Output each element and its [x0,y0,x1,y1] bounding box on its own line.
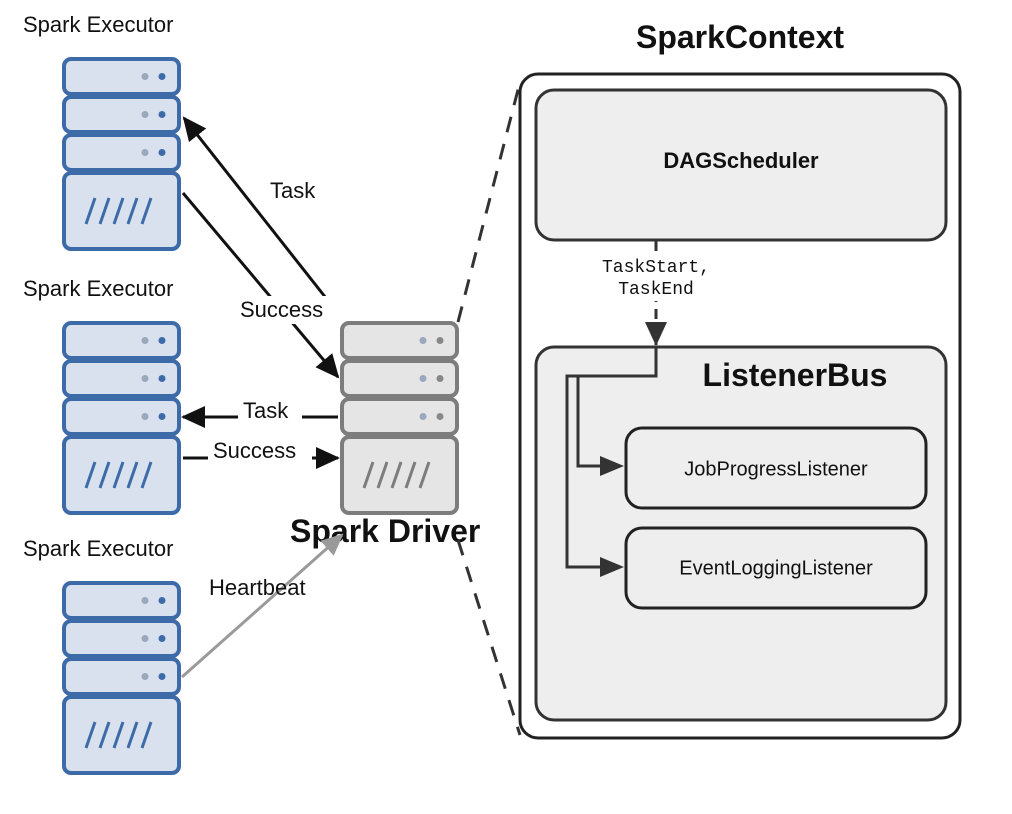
indicator-light-icon [158,149,166,156]
dag-scheduler-label: DAGScheduler [663,148,819,173]
vent-slash-icon [98,197,111,225]
listener-bus-title: ListenerBus [703,357,888,393]
server-unit [62,581,181,620]
heartbeat-arrow [181,533,344,679]
vent-slash-icon [112,461,125,489]
executor-server-1 [62,57,181,251]
indicator-light-icon [419,375,427,382]
zoom-line-top [456,81,522,323]
vent-slash-icon [84,461,97,489]
indicator-light-icon [141,149,149,156]
events-arrowhead [645,322,667,346]
indicator-light-icon [436,375,444,382]
vent-slash-icon [84,197,97,225]
indicator-light-icon [158,337,166,344]
events-label-line1: TaskStart, [602,258,710,278]
route-line-outer [565,347,658,569]
job-listener-arrowhead [600,456,624,476]
indicator-light-icon [141,413,149,420]
indicator-light-icon [141,597,149,604]
job-progress-listener-box [624,426,928,510]
server-base [62,435,181,515]
vent-slash-icon [126,461,139,489]
vent-slash-icon [376,461,389,489]
driver-label: Spark Driver [290,513,480,549]
executor-label: Spark Executor [23,12,173,37]
vent-slash-icon [140,461,153,489]
vent-slash-icon [404,461,417,489]
vent-slash-icon [98,721,111,749]
driver-server [340,321,459,515]
success-label-1: Success [240,297,323,322]
vent-slash-icon [126,197,139,225]
vent-slash-icon [112,721,125,749]
indicator-light-icon [158,597,166,604]
indicator-light-icon [158,673,166,680]
server-unit [340,321,459,360]
vent-slash-icon [126,721,139,749]
event-listener-arrowhead [600,557,624,577]
server-unit [340,359,459,398]
spark-context-title: SparkContext [636,19,844,55]
server-base [340,435,459,515]
indicator-light-icon [436,337,444,344]
task-label-2: Task [243,398,289,423]
vent-slash-icon [390,461,403,489]
indicator-light-icon [141,635,149,642]
indicator-light-icon [141,111,149,118]
indicator-light-icon [158,635,166,642]
task-arrow-1 [182,116,339,313]
server-unit [340,397,459,436]
dag-scheduler-box [534,88,948,242]
executor-server-3 [62,581,181,775]
events-label-line2: TaskEnd [618,280,694,300]
indicator-light-icon [141,673,149,680]
vent-slash-icon [112,197,125,225]
server-unit [62,657,181,696]
indicator-light-icon [141,337,149,344]
indicator-light-icon [158,375,166,382]
server-base [62,171,181,251]
executor-server-2 [62,321,181,515]
job-progress-listener-label: JobProgressListener [684,458,868,480]
indicator-light-icon [419,413,427,420]
indicator-light-icon [141,73,149,80]
indicator-light-icon [158,111,166,118]
event-logging-listener-box [624,526,928,610]
server-unit [62,133,181,172]
event-logging-listener-label: EventLoggingListener [679,557,873,579]
task-label-1: Task [270,178,316,203]
vent-slash-icon [140,197,153,225]
executor-label: Spark Executor [23,276,173,301]
vent-slash-icon [84,721,97,749]
zoom-line-bottom [456,539,522,736]
server-base [62,695,181,775]
executor-label: Spark Executor [23,536,173,561]
server-unit [62,57,181,96]
server-unit [62,95,181,134]
success-label-2: Success [213,438,296,463]
server-unit [62,397,181,436]
route-line-inner [576,376,604,468]
indicator-light-icon [158,73,166,80]
server-unit [62,359,181,398]
vent-slash-icon [362,461,375,489]
success-arrow-1 [181,192,340,379]
server-unit [62,619,181,658]
indicator-light-icon [436,413,444,420]
vent-slash-icon [140,721,153,749]
indicator-light-icon [158,413,166,420]
server-unit [62,321,181,360]
vent-slash-icon [98,461,111,489]
vent-slash-icon [418,461,431,489]
indicator-light-icon [419,337,427,344]
heartbeat-label: Heartbeat [209,575,306,600]
indicator-light-icon [141,375,149,382]
